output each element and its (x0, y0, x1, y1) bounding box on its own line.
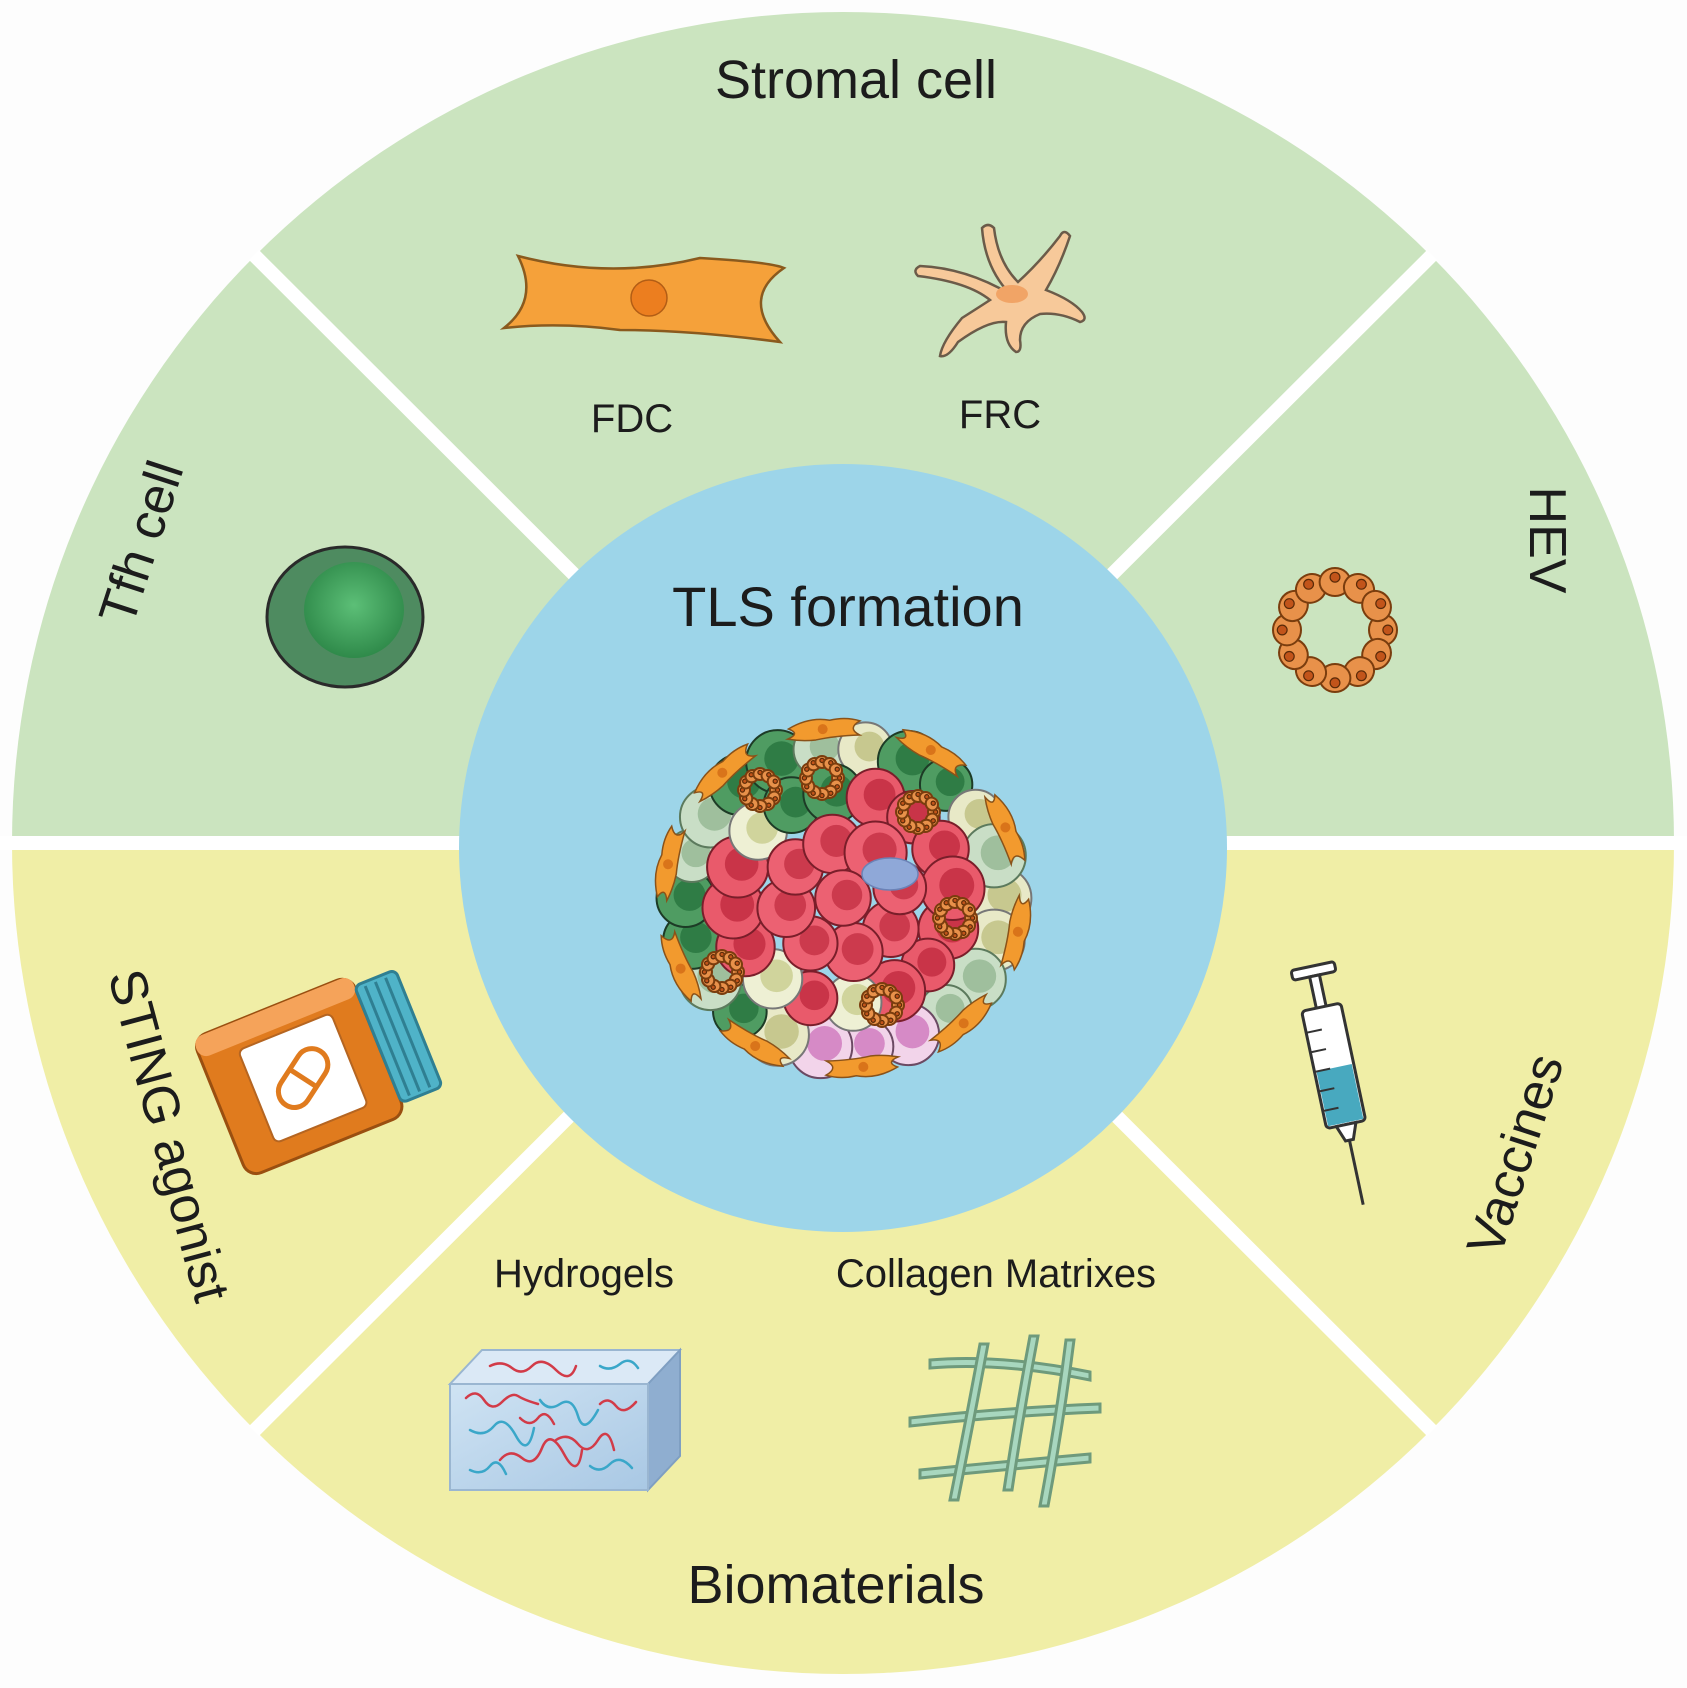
sector-top-background (12, 12, 1674, 843)
frc-label: FRC (959, 393, 1041, 437)
fdc-cell-icon (499, 254, 787, 344)
hydrogels-label: Hydrogels (494, 1252, 674, 1296)
frc-cell-icon (914, 223, 1086, 358)
stromal-cell-title: Stromal cell (715, 50, 997, 110)
hydrogel-icon (447, 1347, 683, 1493)
fdc-label: FDC (591, 397, 673, 441)
tls-formation-title: TLS formation (672, 575, 1024, 638)
hev-title: HEV (1518, 487, 1576, 594)
hev-vessel-icon (1272, 567, 1398, 693)
syringe-icon (1289, 960, 1367, 1206)
collagen-matrixes-label: Collagen Matrixes (836, 1252, 1156, 1296)
pill-bottle-icon (195, 969, 443, 1176)
biomaterials-title: Biomaterials (687, 1555, 984, 1615)
collagen-matrix-icon (908, 1334, 1102, 1508)
tls-cluster-icon (654, 717, 1033, 1080)
tfh-cell-icon (265, 545, 425, 689)
